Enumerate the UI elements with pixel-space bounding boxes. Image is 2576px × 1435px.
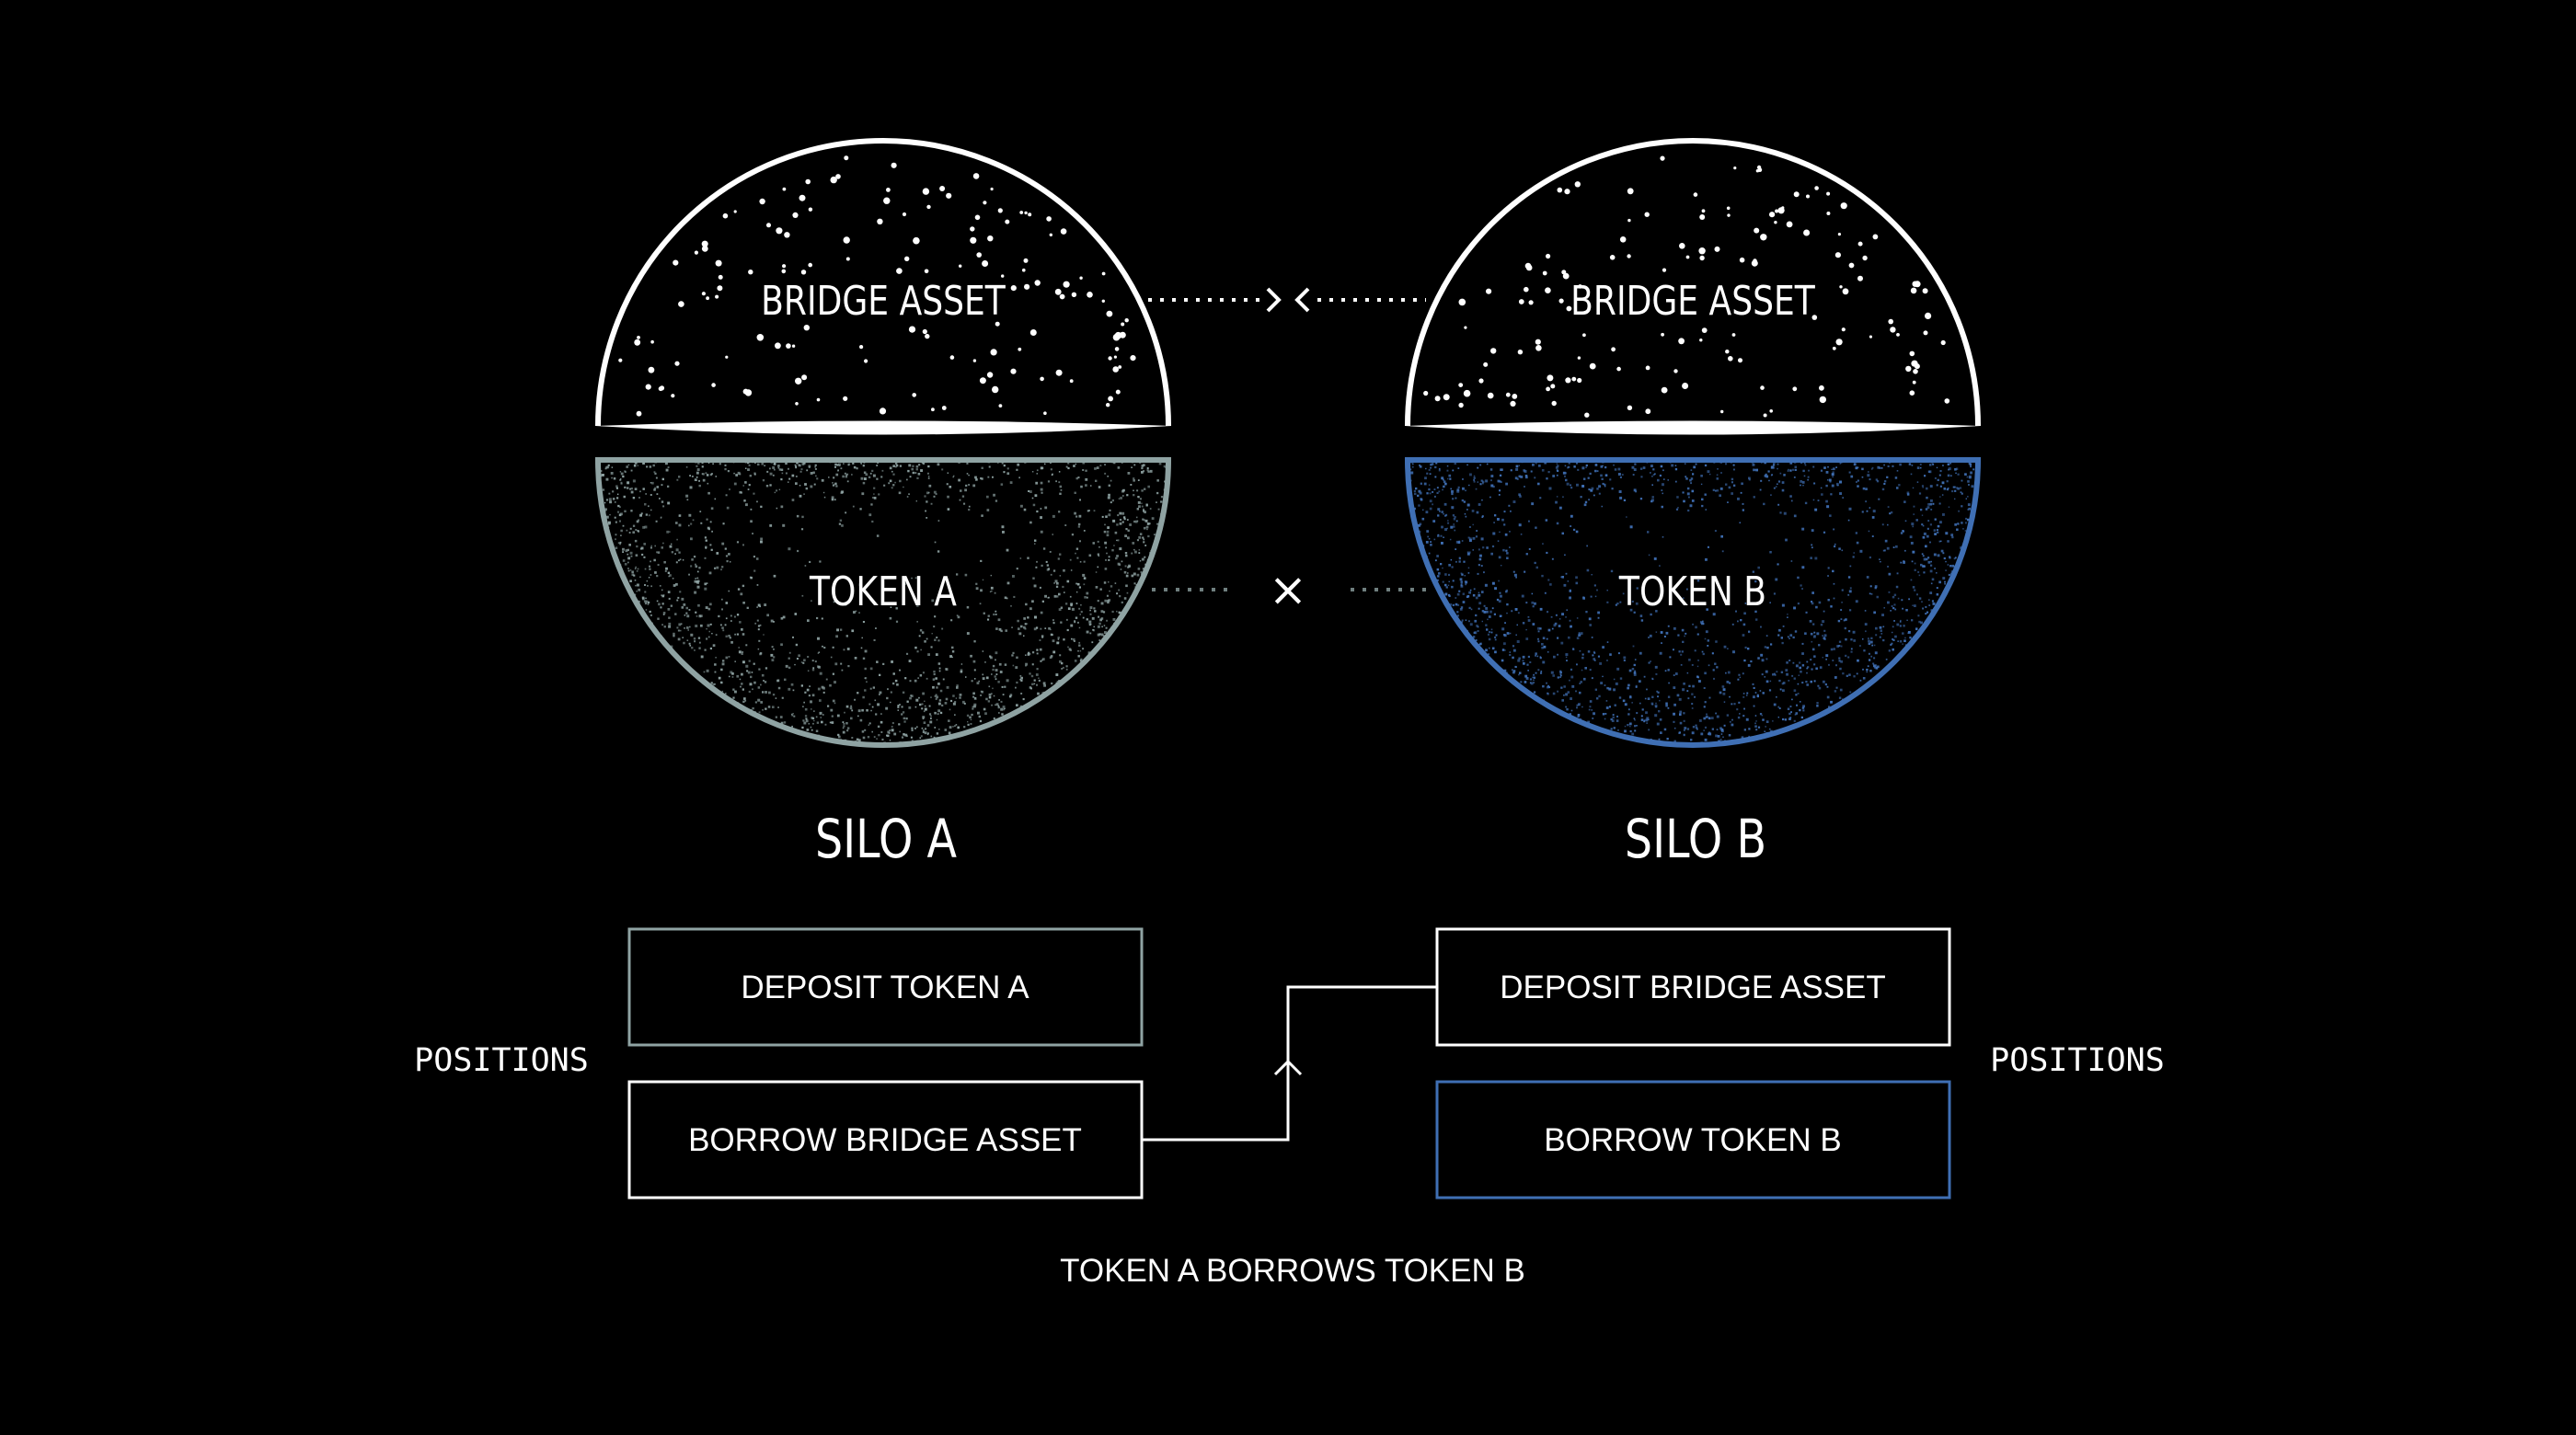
silo-b-token-bowl bbox=[1404, 457, 1982, 748]
silo-a-title: SILO A bbox=[815, 808, 957, 870]
positions-silo-a: POSITIONS DEPOSIT TOKEN A BORROW BRIDGE … bbox=[414, 927, 1144, 1200]
deposit-token-a-label: DEPOSIT TOKEN A bbox=[741, 970, 1029, 1005]
positions-label-right: POSITIONS bbox=[1990, 1042, 2165, 1079]
borrow-bridge-asset-label: BORROW BRIDGE ASSET bbox=[688, 1122, 1082, 1158]
bridge-asset-connector bbox=[1148, 287, 1426, 313]
arrow-up-icon bbox=[1273, 1059, 1303, 1076]
silo-b-bridge-dome bbox=[1405, 138, 1981, 435]
silo-b-title: SILO B bbox=[1625, 808, 1766, 870]
silo-a-bridge-label: BRIDGE ASSET bbox=[761, 279, 1006, 325]
silo-a-token-bowl bbox=[594, 457, 1172, 748]
arrow-right-icon bbox=[1266, 287, 1282, 313]
deposit-token-a-box bbox=[627, 927, 1144, 1047]
arrow-left-icon bbox=[1294, 287, 1310, 313]
silo-a: BRIDGE ASSET TOKEN A SILO A bbox=[594, 138, 1172, 870]
cross-icon: × bbox=[1269, 563, 1307, 616]
borrow-bridge-asset-box bbox=[627, 1080, 1144, 1200]
positions-silo-b: POSITIONS DEPOSIT BRIDGE ASSET BORROW TO… bbox=[1435, 927, 2165, 1200]
borrow-flow-connector bbox=[1143, 985, 1436, 1142]
deposit-bridge-asset-box bbox=[1435, 927, 1951, 1047]
caption: TOKEN A BORROWS TOKEN B bbox=[1060, 1253, 1525, 1289]
borrow-token-b-label: BORROW TOKEN B bbox=[1544, 1122, 1841, 1158]
silo-b-bridge-label: BRIDGE ASSET bbox=[1570, 279, 1815, 325]
silo-a-bridge-dome bbox=[595, 138, 1171, 435]
silo-b: BRIDGE ASSET TOKEN B SILO B bbox=[1404, 138, 1982, 870]
borrow-token-b-box bbox=[1435, 1080, 1951, 1200]
silo-b-token-label: TOKEN B bbox=[1618, 569, 1766, 615]
token-connector: × bbox=[1152, 563, 1426, 616]
deposit-bridge-asset-label: DEPOSIT BRIDGE ASSET bbox=[1500, 970, 1885, 1005]
silo-a-token-label: TOKEN A bbox=[809, 569, 957, 615]
positions-label-left: POSITIONS bbox=[414, 1042, 589, 1079]
